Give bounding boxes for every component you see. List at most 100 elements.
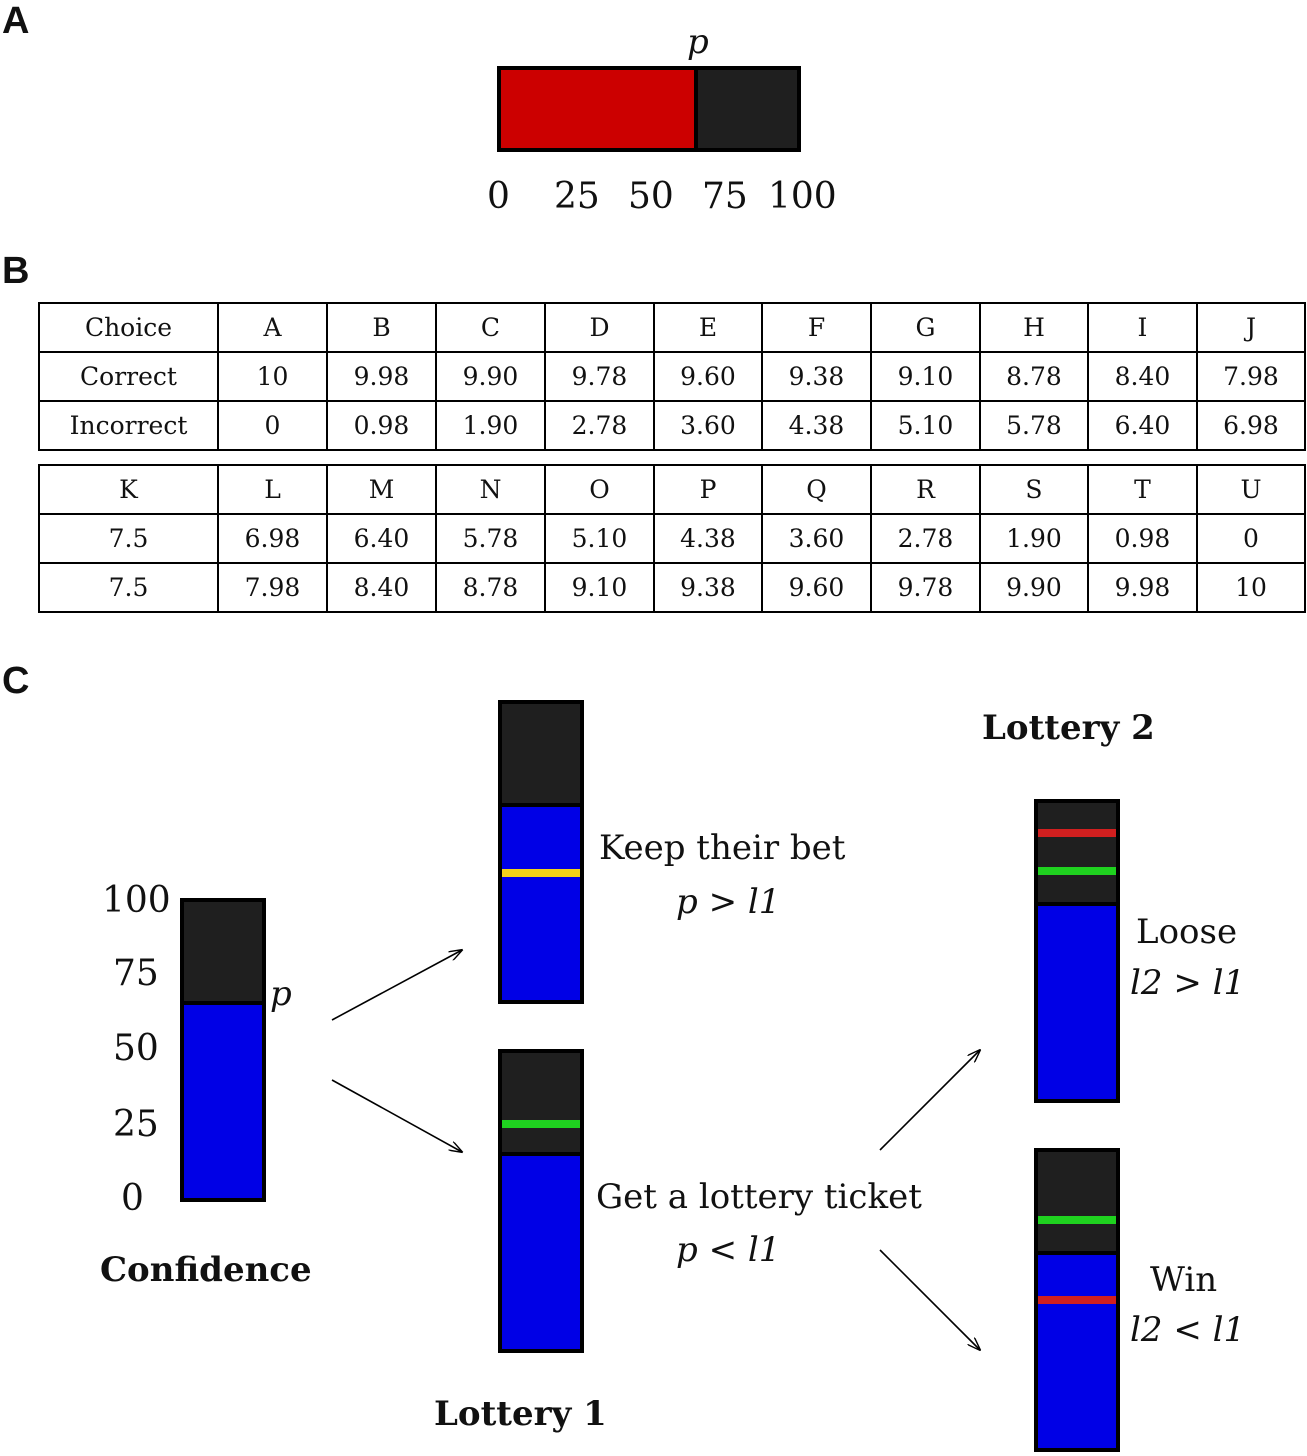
choices-bottom-cell: 9.38 [653,562,763,613]
choices-top-cell: 10 [217,351,328,402]
choices-bottom-cell: 0.98 [1087,513,1198,564]
choices-top-cell: H [979,302,1089,353]
choices-top-cell: F [761,302,872,353]
arrow-to-loose [879,1050,980,1151]
choices-bottom-cell: 4.38 [653,513,763,564]
lottery1-l1-marker [502,1120,580,1128]
panel-a-tick-50: 50 [628,176,674,217]
choices-bottom-cell: N [435,464,546,515]
choices-top-cell: 9.10 [870,351,981,402]
panel-a-p-label: p [687,22,709,62]
keep-bet-condition-text: p > l1 [676,882,781,922]
keep-bet-condition: p > l1 [676,882,780,922]
choices-top-cell: G [870,302,981,353]
choices-top-cell: 3.60 [653,400,763,451]
choices-bottom-cell: 6.98 [217,513,328,564]
keep-bet-label: Keep their bet [599,828,846,868]
choices-top-cell: Incorrect [38,400,219,451]
choices-bottom-cell: O [544,464,655,515]
lottery-ticket-condition: p < l1 [676,1230,780,1270]
choices-top-cell: 0 [217,400,328,451]
lottery1-bar-divider [502,1152,580,1156]
choices-bottom-cell: K [38,464,219,515]
choices-bottom-cell: U [1196,464,1306,515]
win-condition-text: l2 < l1 [1130,1310,1246,1350]
win-condition: l2 < l1 [1130,1310,1245,1350]
panel-a-tick-25: 25 [554,176,600,217]
confidence-tick-50: 50 [113,1028,159,1069]
choices-top-cell: 9.90 [435,351,546,402]
choices-top-cell: E [653,302,763,353]
choices-bottom-cell: 2.78 [870,513,981,564]
lottery-ticket-label: Get a lottery ticket [596,1177,922,1217]
panel-a-tick-0: 0 [487,176,510,217]
choices-top-cell: 8.40 [1087,351,1198,402]
choices-bottom-cell: 6.40 [326,513,437,564]
lottery2-title: Lottery 2 [982,708,1155,748]
choices-top-cell: 6.98 [1196,400,1306,451]
choices-top-cell: 4.38 [761,400,872,451]
loose-label: Loose [1136,912,1238,952]
win-l1-marker [1038,1216,1116,1224]
choices-bottom-cell: 5.10 [544,513,655,564]
choices-top-cell: 8.78 [979,351,1089,402]
arrow-to-win [879,1249,980,1350]
choices-top-cell: 5.10 [870,400,981,451]
confidence-bar-fill [184,1003,262,1198]
choices-top-cell: Correct [38,351,219,402]
choices-top-cell: 9.38 [761,351,872,402]
choices-bottom-cell: T [1087,464,1198,515]
choices-top-cell: Choice [38,302,219,353]
choices-bottom-cell: 9.98 [1087,562,1198,613]
loose-l1-marker [1038,867,1116,875]
confidence-p-label: p [270,974,292,1014]
panel-a-bar-fill [501,70,696,148]
win-l2-marker [1038,1296,1116,1304]
lottery1-bar-fill [502,1154,580,1349]
choices-bottom-cell: 5.78 [435,513,546,564]
choices-bottom-cell: M [326,464,437,515]
choices-top-cell: 5.78 [979,400,1089,451]
choices-top-cell: 2.78 [544,400,655,451]
panel-a-bar-divider [694,70,698,148]
arrow-to-keep-bet [331,950,462,1021]
choices-bottom-cell: 0 [1196,513,1306,564]
choices-bottom-cell: P [653,464,763,515]
confidence-bar [180,898,266,1202]
panel-a-tick-100: 100 [768,176,837,217]
choices-top-cell: 0.98 [326,400,437,451]
choices-top-cell: 9.78 [544,351,655,402]
win-bar [1034,1148,1120,1452]
lottery1-title: Lottery 1 [434,1394,607,1434]
arrow-to-lottery1 [331,1079,462,1152]
choices-top-cell: 7.98 [1196,351,1306,402]
keep-bet-bar [498,700,584,1004]
choices-bottom-cell: 9.90 [979,562,1089,613]
loose-condition: l2 > l1 [1130,963,1245,1003]
choices-bottom-cell: R [870,464,981,515]
choices-bottom-cell: 10 [1196,562,1306,613]
choices-top-cell: J [1196,302,1306,353]
panel-label-a: A [2,0,30,42]
choices-top-cell: C [435,302,546,353]
choices-top-cell: D [544,302,655,353]
confidence-title: Confidence [100,1250,312,1290]
panel-label-c: C [2,660,30,702]
confidence-tick-0: 0 [121,1178,144,1219]
choices-bottom-cell: 8.78 [435,562,546,613]
loose-bar-fill [1038,904,1116,1099]
choices-bottom-cell: 9.78 [870,562,981,613]
choices-top-cell: 9.60 [653,351,763,402]
choices-bottom-cell: Q [761,464,872,515]
keep-bet-l1-marker [502,869,580,877]
loose-bar-divider [1038,902,1116,906]
panel-label-b: B [2,250,30,292]
